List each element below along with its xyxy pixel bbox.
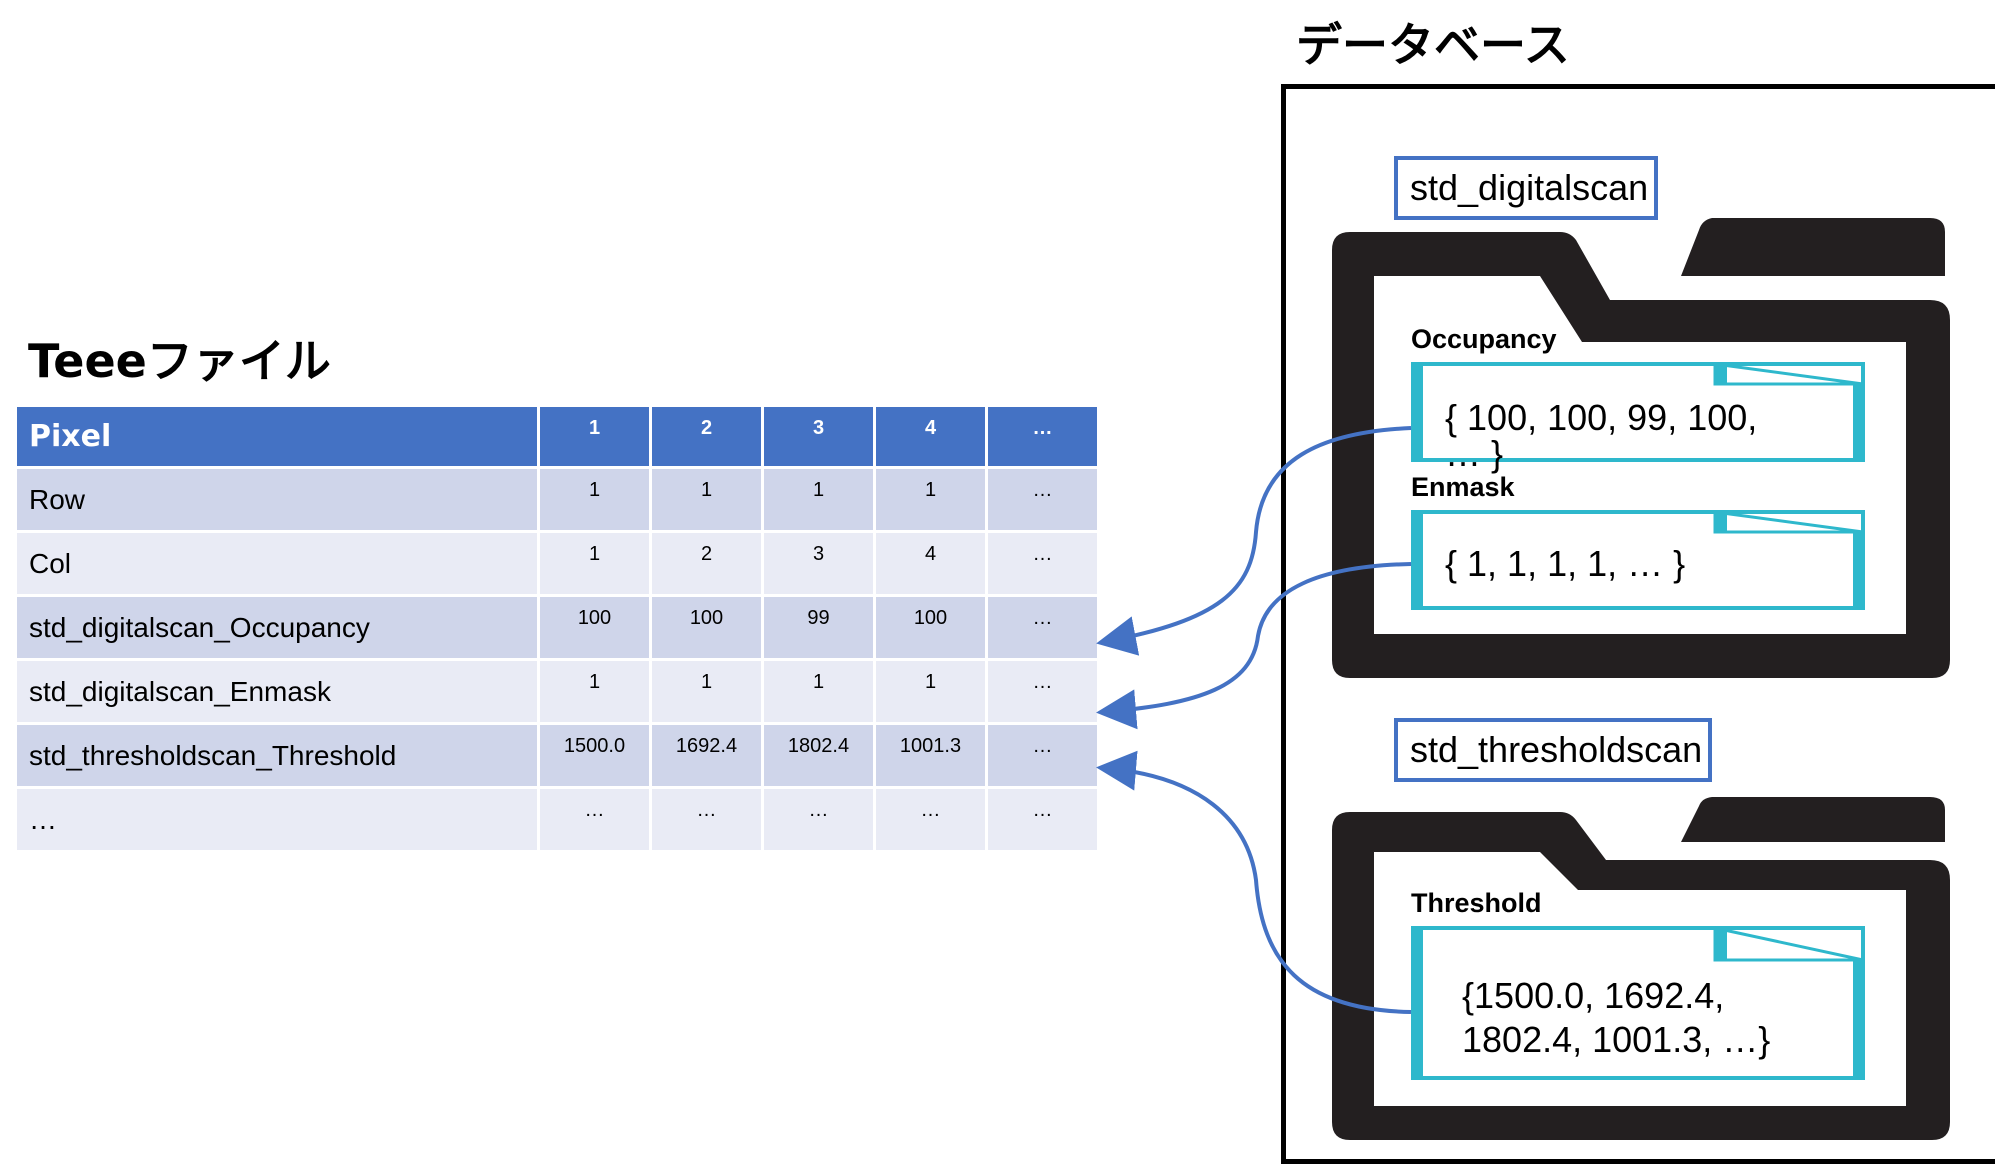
table-cell: … — [985, 786, 1100, 853]
table-title: Teeeファイル — [28, 334, 331, 388]
row-label: Row — [14, 466, 540, 533]
arrow-threshold-to-row — [1096, 750, 1412, 1014]
doc-card-occupancy — [1411, 362, 1865, 462]
header-cell-3: 3 — [761, 404, 876, 469]
table-cell: 1 — [649, 658, 764, 725]
table-cell: 1 — [761, 466, 876, 533]
header-cell-1: 1 — [537, 404, 652, 469]
header-cell-ellipsis: … — [985, 404, 1100, 469]
table-cell: … — [985, 530, 1100, 597]
doc-value-threshold-line2: 1802.4, 1001.3, …} — [1462, 1019, 1771, 1060]
teee-table: Pixel 1 2 3 4 … Row 1 1 1 1 … Col 1 2 3 … — [14, 404, 1100, 853]
header-cell-4: 4 — [873, 404, 988, 469]
row-label: … — [14, 786, 540, 853]
doc-value-occupancy-line2: … } — [1445, 433, 1504, 474]
arrow-enmask-to-row — [1096, 562, 1412, 730]
table-row-threshold: std_thresholdscan_Threshold 1500.0 1692.… — [14, 722, 1100, 789]
database-title: データベース — [1296, 18, 1570, 72]
row-label: Col — [14, 530, 540, 597]
arrow-occupancy-to-row — [1096, 426, 1412, 656]
table-cell: … — [761, 786, 876, 853]
table-cell: 4 — [873, 530, 988, 597]
table-cell: … — [649, 786, 764, 853]
folder-back-tab — [1681, 218, 1945, 276]
table-cell: 100 — [649, 594, 764, 661]
folder-name-digitalscan: std_digitalscan — [1394, 156, 1658, 220]
doc-card-enmask — [1411, 510, 1865, 610]
key-label-threshold: Threshold — [1411, 888, 1542, 918]
doc-value-enmask: { 1, 1, 1, 1, … } — [1445, 543, 1686, 584]
table-cell: 1 — [649, 466, 764, 533]
table-cell: … — [873, 786, 988, 853]
key-label-occupancy: Occupancy — [1411, 324, 1557, 354]
table-cell: … — [537, 786, 652, 853]
table-cell: 1001.3 — [873, 722, 988, 789]
table-cell: … — [985, 594, 1100, 661]
doc-value-occupancy-line1: { 100, 100, 99, 100, — [1445, 397, 1758, 438]
table-cell: 1 — [873, 466, 988, 533]
folder-name-thresholdscan: std_thresholdscan — [1394, 718, 1712, 782]
table-cell: … — [985, 466, 1100, 533]
table-row-occupancy: std_digitalscan_Occupancy 100 100 99 100… — [14, 594, 1100, 661]
row-label: std_digitalscan_Occupancy — [14, 594, 540, 661]
key-label-enmask: Enmask — [1411, 472, 1515, 502]
doc-card-threshold — [1411, 926, 1865, 1080]
table-row-row: Row 1 1 1 1 … — [14, 466, 1100, 533]
row-label: std_thresholdscan_Threshold — [14, 722, 540, 789]
table-row-ellipsis: … … … … … … — [14, 786, 1100, 853]
table-cell: 99 — [761, 594, 876, 661]
table-row-col: Col 1 2 3 4 … — [14, 530, 1100, 597]
table-cell: 1802.4 — [761, 722, 876, 789]
table-header-row: Pixel 1 2 3 4 … — [14, 404, 1100, 469]
header-cell-2: 2 — [649, 404, 764, 469]
table-cell: 1 — [537, 466, 652, 533]
row-label: std_digitalscan_Enmask — [14, 658, 540, 725]
table-cell: 1500.0 — [537, 722, 652, 789]
table-cell: 100 — [873, 594, 988, 661]
table-cell: 1692.4 — [649, 722, 764, 789]
table-row-enmask: std_digitalscan_Enmask 1 1 1 1 … — [14, 658, 1100, 725]
table-cell: 3 — [761, 530, 876, 597]
database-frame — [1281, 84, 1995, 1164]
table-cell: 1 — [537, 658, 652, 725]
doc-value-threshold-line1: {1500.0, 1692.4, — [1462, 975, 1725, 1016]
table-cell: 1 — [873, 658, 988, 725]
table-cell: 1 — [761, 658, 876, 725]
table-cell: 2 — [649, 530, 764, 597]
folder-back-tab — [1681, 797, 1945, 842]
table-cell: … — [985, 722, 1100, 789]
table-cell: 1 — [537, 530, 652, 597]
table-cell: 100 — [537, 594, 652, 661]
table-cell: … — [985, 658, 1100, 725]
header-cell-pixel: Pixel — [14, 404, 540, 469]
